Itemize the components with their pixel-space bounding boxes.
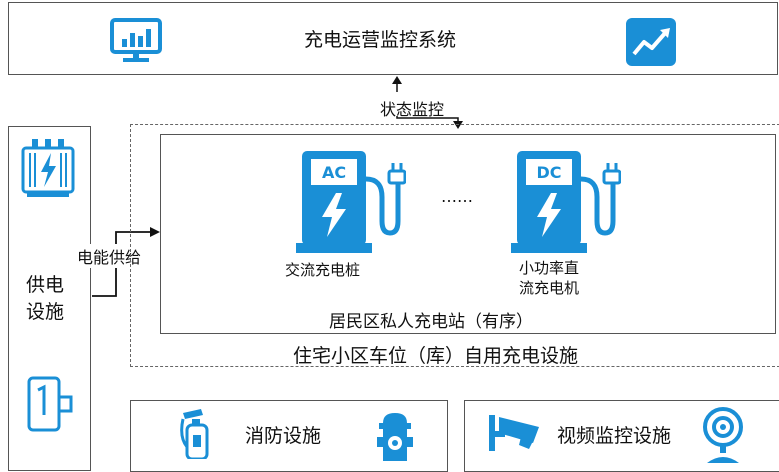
fire-hydrant-icon [375, 409, 415, 465]
residential-charging-facility-box: 住宅小区车位（库）自用充电设施 [130, 124, 779, 367]
dc-charger-label-line1: 小功率直 [519, 259, 580, 277]
station-title: 居民区私人充电站（有序） [329, 312, 533, 332]
video-surveillance-box: 视频监控设施 [464, 400, 779, 472]
monitor-icon [109, 17, 163, 63]
power-supply-title-line2: 设施 [26, 301, 65, 323]
monitoring-system-box: 充电运营监控系统 [8, 2, 778, 75]
webcam-icon [701, 405, 745, 465]
ac-charger-icon [296, 149, 406, 255]
fire-protection-title: 消防设施 [245, 425, 322, 447]
power-supply-title-line1: 供电 [26, 274, 65, 296]
power-supply-box: 供电 设施 [8, 126, 91, 471]
ac-badge: AC [321, 163, 347, 182]
fire-protection-box: 消防设施 [130, 400, 448, 472]
dc-badge: DC [536, 163, 562, 182]
dc-charger-icon [511, 149, 621, 255]
meter-icon [26, 375, 76, 433]
trend-chart-icon [626, 18, 676, 66]
private-charging-station-box: AC 交流充电桩 …… DC 小功率直 流充电机 居民区私人充电站（有序） [160, 134, 776, 334]
outer-facility-title: 住宅小区车位（库）自用充电设施 [293, 345, 579, 367]
ac-charger-label: 交流充电桩 [285, 261, 361, 279]
monitoring-system-title: 充电运营监控系统 [304, 29, 457, 51]
video-surveillance-title: 视频监控设施 [557, 425, 672, 447]
ellipsis: …… [441, 187, 473, 206]
fire-extinguisher-icon [179, 407, 215, 459]
transformer-icon [19, 137, 77, 199]
dc-charger-label-line2: 流充电机 [519, 279, 580, 297]
cctv-camera-icon [487, 411, 545, 455]
status-monitor-label: 状态监控 [380, 100, 445, 119]
